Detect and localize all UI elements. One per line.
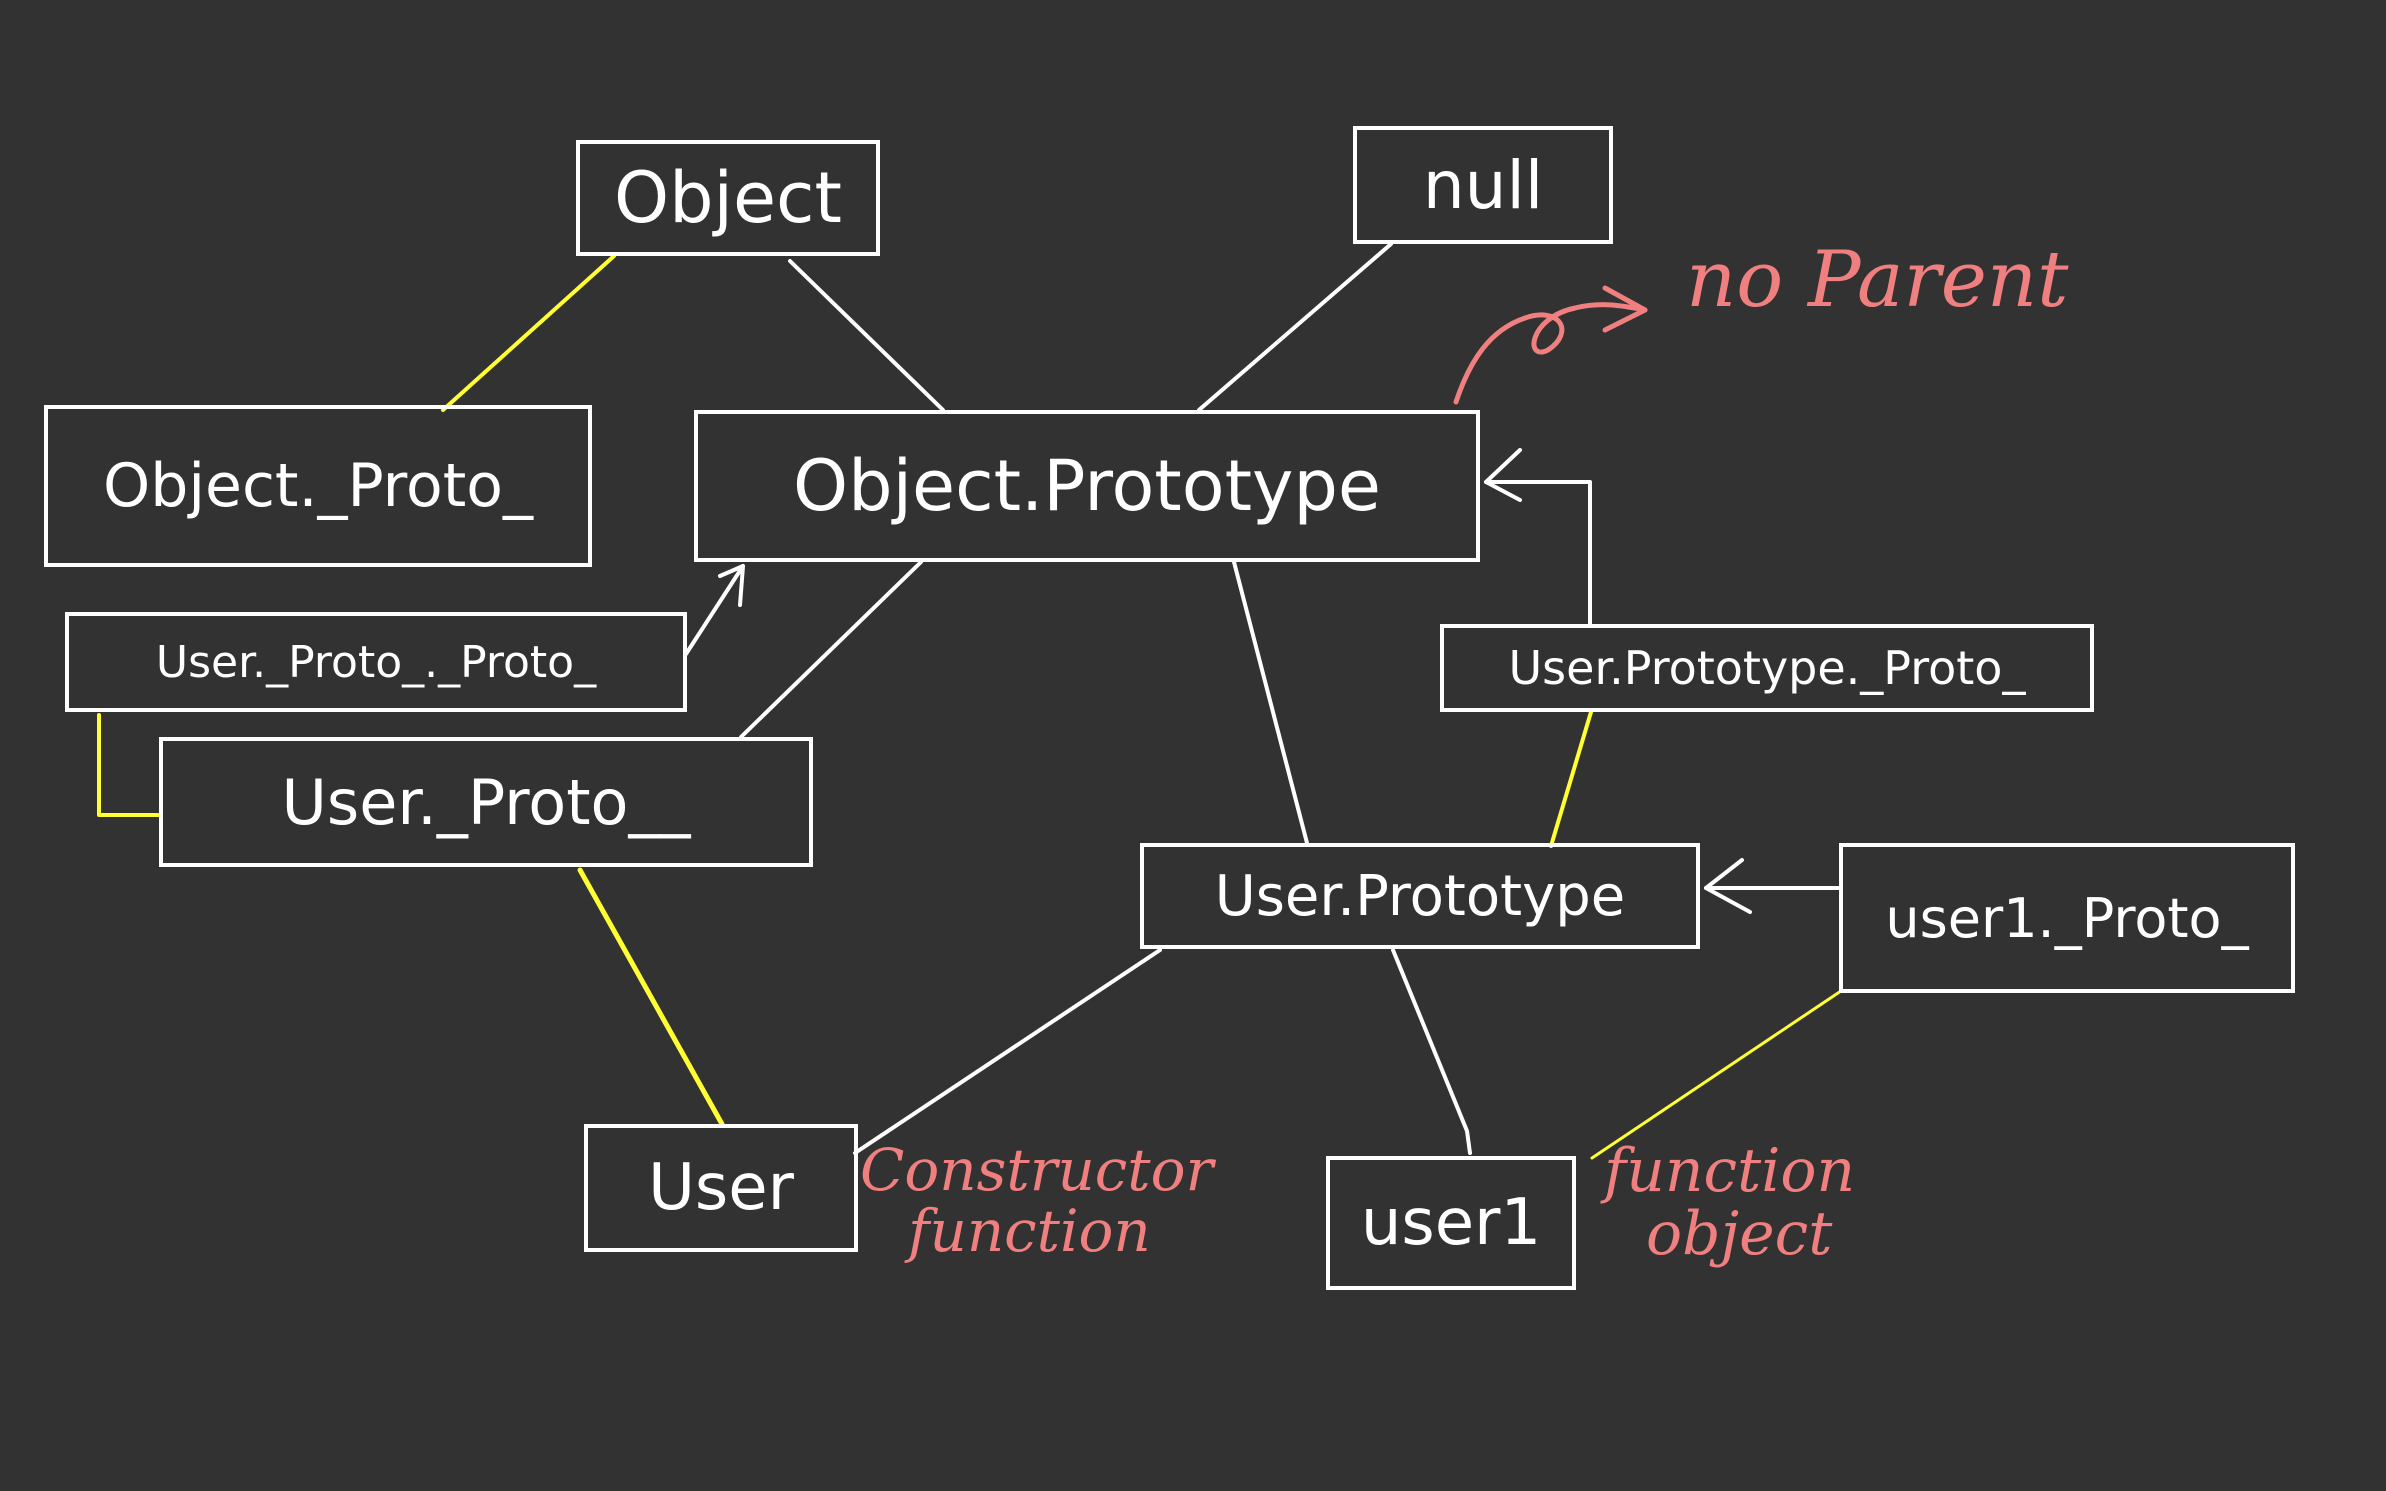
link-object-to-object-prototype [788, 259, 945, 412]
arrowhead-object-prototype [1484, 448, 1522, 502]
link-object-prototype-to-user-prototype [1232, 560, 1309, 845]
constructor-function-annotation: Constructor function [860, 1140, 1213, 1262]
link-user-proto-to-user [577, 867, 725, 1127]
object-box: Object [576, 140, 880, 256]
link-object-to-object-proto [441, 254, 616, 412]
user-box: User [584, 1124, 858, 1252]
user-proto-proto-box: User._Proto_._Proto_ [65, 612, 687, 712]
user-prototype-box: User.Prototype [1140, 843, 1700, 949]
user1-box: user1 [1326, 1156, 1576, 1290]
link-user-proto-proto-to-object-prototype [684, 564, 745, 656]
function-object-annotation: function object [1604, 1140, 1855, 1266]
user-proto-box: User._Proto__ [159, 737, 813, 867]
arrowhead-user-prototype [1704, 858, 1752, 914]
link-user-proto-proto-to-user-proto [97, 713, 163, 817]
link-user1-proto-to-user1 [1590, 989, 1843, 1160]
constructor-function-line-1: Constructor [860, 1136, 1214, 1204]
link-user-prototype-to-user1 [1391, 948, 1472, 1155]
function-object-line-1: function [1604, 1136, 1856, 1206]
user1-proto-box: user1._Proto_ [1839, 843, 2295, 993]
link-object-prototype-to-no-parent [1453, 302, 1648, 405]
link-user-prototype-proto-to-object-prototype [1484, 480, 1592, 626]
link-null-to-object-prototype [1197, 242, 1393, 412]
user-prototype-proto-box: User.Prototype._Proto_ [1440, 624, 2094, 712]
object-proto-box: Object._Proto_ [44, 405, 592, 567]
link-user-prototype-proto-to-user-prototype [1549, 710, 1593, 848]
object-prototype-box: Object.Prototype [694, 410, 1480, 562]
link-object-prototype-to-user-proto [739, 560, 923, 739]
link-user-prototype-to-user [853, 948, 1162, 1155]
null-box: null [1353, 126, 1613, 244]
function-object-line-2: object [1646, 1199, 1833, 1269]
arrowhead-user-proto-proto [718, 564, 745, 607]
no-parent-annotation: no Parent [1686, 235, 2069, 325]
arrowhead-no-parent [1602, 285, 1648, 333]
constructor-function-line-2: function [908, 1196, 1151, 1265]
